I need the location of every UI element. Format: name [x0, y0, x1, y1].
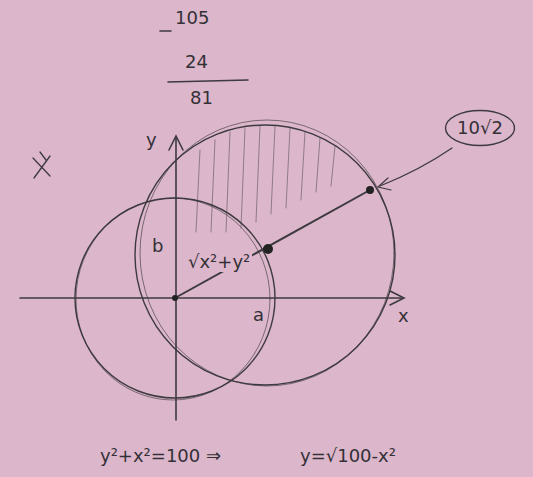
radius-segment	[175, 190, 370, 298]
x-axis	[20, 297, 402, 299]
sum-line	[168, 80, 248, 82]
origin-dot	[172, 295, 178, 301]
circled-value: 10√2	[444, 109, 516, 147]
small-circle	[76, 198, 270, 400]
hatching	[196, 126, 335, 232]
equation-note: y²+x²=100 ⇒	[100, 446, 221, 466]
point-dot	[263, 244, 273, 254]
cross-mark	[33, 152, 50, 178]
axis-label: b	[152, 236, 163, 256]
small-circle	[75, 198, 275, 398]
big-circle	[135, 125, 395, 385]
minuend-number: 105	[175, 8, 209, 28]
axis-label: a	[253, 305, 264, 325]
axis-label: x	[398, 306, 409, 326]
axis-arrow	[169, 136, 183, 150]
subtrahend-number: 24	[185, 52, 208, 72]
point-dot	[366, 186, 374, 194]
equation-note: y=√100-x²	[300, 446, 396, 466]
minus-sign	[160, 30, 171, 32]
difference-number: 81	[190, 88, 213, 108]
value-text: 10√2	[457, 118, 503, 138]
y-axis	[175, 138, 177, 420]
leader-arrow	[378, 178, 391, 190]
leader-line	[380, 148, 452, 186]
axis-arrow	[390, 291, 404, 305]
axis-label: y	[146, 130, 157, 150]
length-note: √x²+y²	[186, 252, 252, 272]
big-circle	[140, 120, 394, 386]
